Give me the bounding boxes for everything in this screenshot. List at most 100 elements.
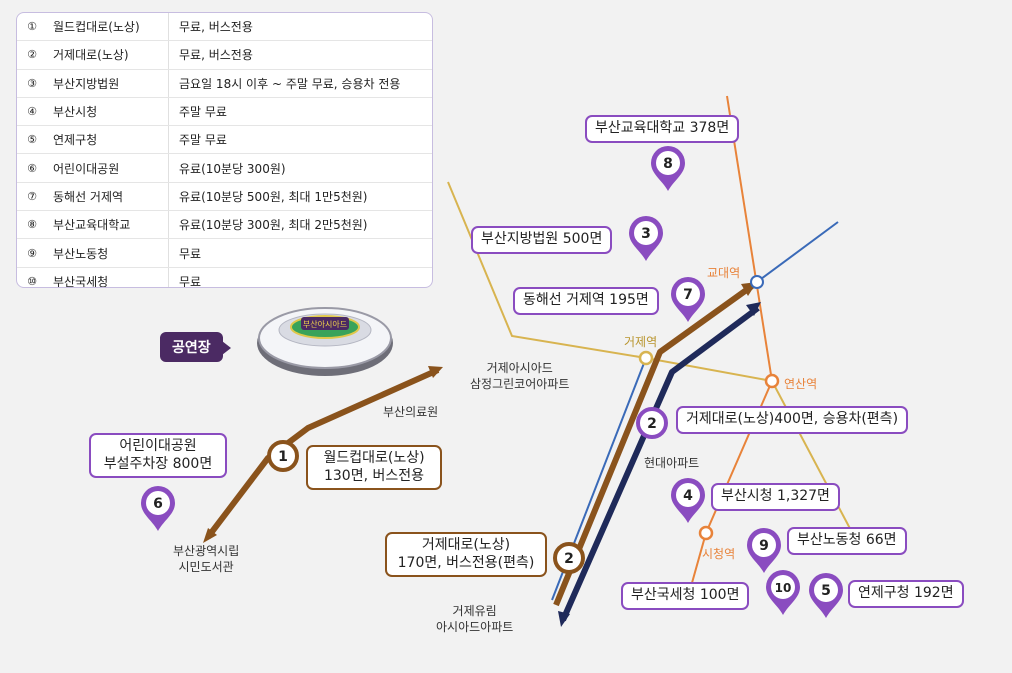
location-pin-number: 6: [153, 496, 163, 512]
legend-row: ③ 부산지방법원 금요일 18시 이후 ~ 주말 무료, 승용차 전용: [17, 69, 432, 98]
legend-num: ⑦: [27, 189, 37, 203]
legend-name: 부산노동청: [47, 239, 169, 267]
city-hall-label: 부산시청 1,327면: [711, 483, 840, 511]
route-arrow-head: [746, 302, 761, 316]
gyodae-station-marker: [750, 275, 764, 289]
route-badge: 1: [267, 440, 299, 472]
location-pin: 7: [671, 277, 705, 322]
legend-desc: 유료(10분당 500원, 최대 1만5천원): [179, 189, 368, 204]
venue-label: 공연장: [160, 332, 231, 362]
sicheong-station-name: 시청역: [702, 547, 736, 561]
yurim-line1: 거제유림: [452, 604, 497, 618]
legend-name: 부산교육대학교: [47, 211, 169, 239]
geoje-station-label: 동해선 거제역 195면: [513, 287, 659, 315]
legend-desc: 유료(10분당 300원): [179, 161, 286, 176]
legend-row: ④ 부산시청 주말 무료: [17, 97, 432, 127]
asiad-apartment-line2: 삼정그린코어아파트: [470, 377, 570, 392]
legend-name: 연제구청: [47, 126, 169, 154]
asiad-apartment-place: 거제아시아드 삼정그린코어아파트: [470, 360, 569, 392]
route-badge-number: 1: [278, 449, 288, 465]
stadium-sign: 부산아시아드: [303, 319, 347, 329]
library-line1: 부산광역시립: [173, 544, 240, 558]
worldcup-road-label-line2: 130면, 버스전용: [323, 467, 425, 484]
yeonsan-station-marker: [764, 373, 780, 389]
blue-rail-line: [756, 221, 839, 283]
legend-row: ① 월드컵대로(노상) 무료, 버스전용: [17, 13, 432, 42]
geoje-station-marker: [638, 350, 654, 366]
busan-edu-label: 부산교육대학교 378면: [585, 115, 740, 143]
route-arrow-tail: [203, 528, 217, 543]
legend-num: ③: [27, 76, 37, 90]
legend-name: 월드컵대로(노상): [47, 13, 169, 41]
route-badge: 2: [636, 407, 668, 439]
legend-num: ①: [27, 20, 37, 34]
childrens-park-label-line2: 부설주차장 800면: [103, 455, 213, 472]
location-pin-number: 5: [821, 583, 831, 599]
legend-desc: 무료, 버스전용: [179, 48, 253, 63]
legend-desc: 유료(10분당 300원, 최대 2만5천원): [179, 218, 368, 233]
tax-office-label: 부산국세청 100면: [621, 582, 750, 610]
library-place: 부산광역시립 시민도서관: [173, 543, 239, 575]
location-pin: 9: [747, 528, 781, 573]
location-pin: 10: [766, 570, 800, 615]
location-pin-number: 4: [683, 488, 693, 504]
route-arrow-tail: [558, 611, 570, 627]
stadium-illustration: 부산아시아드: [257, 307, 393, 376]
legend-desc: 무료: [179, 274, 202, 288]
legend-name: 부산지방법원: [47, 69, 169, 97]
legend-row: ⑥ 어린이대공원 유료(10분당 300원): [17, 154, 432, 183]
yeonsan-station-name: 연산역: [784, 377, 818, 391]
geoje-road-bottom-label: 거제대로(노상) 170면, 버스전용(편측): [385, 532, 547, 577]
hyundai-apartment-place: 현대아파트: [644, 456, 700, 470]
geoje-road-route-navy: [560, 305, 760, 622]
childrens-park-label: 어린이대공원 부설주차장 800면: [89, 433, 227, 478]
legend-name: 부산시청: [47, 97, 169, 126]
legend-desc: 무료: [179, 246, 202, 261]
orange-rail-line: [689, 95, 774, 591]
legend-desc: 무료, 버스전용: [179, 20, 253, 35]
location-pin: 6: [141, 486, 175, 531]
geoje-road-route-brown: [553, 283, 754, 607]
geoje-road-top-label: 거제대로(노상)400면, 승용차(편측): [676, 406, 909, 434]
legend-desc: 금요일 18시 이후 ~ 주말 무료, 승용차 전용: [179, 76, 401, 91]
legend-row: ⑤ 연제구청 주말 무료: [17, 126, 432, 155]
location-pin: 8: [651, 146, 685, 191]
asiad-apartment-line1: 거제아시아드: [486, 361, 553, 375]
sicheong-station-marker: [698, 525, 714, 541]
legend-num: ⑥: [27, 161, 37, 175]
gyodae-station-name: 교대역: [707, 266, 741, 280]
legend-num: ②: [27, 48, 37, 62]
yurim-line2: 아시아드아파트: [436, 620, 514, 635]
worldcup-road-label-line1: 월드컵대로(노상): [323, 450, 425, 466]
legend-num: ④: [27, 105, 37, 119]
medical-center-place: 부산의료원: [383, 405, 439, 419]
location-pin: 3: [629, 216, 663, 261]
location-pin-number: 7: [683, 287, 693, 303]
route-arrow-head: [428, 366, 443, 378]
library-line2: 시민도서관: [178, 560, 234, 575]
location-pin-number: 8: [663, 156, 673, 172]
yellow-rail-line: [447, 181, 773, 382]
location-pin: 4: [671, 478, 705, 523]
legend-name: 어린이대공원: [47, 154, 169, 182]
location-pin-number: 9: [759, 538, 769, 554]
legend-name: 동해선 거제역: [47, 182, 169, 211]
worldcup-road-label: 월드컵대로(노상) 130면, 버스전용: [306, 445, 442, 490]
geoje-road-bottom-label-line1: 거제대로(노상): [421, 537, 511, 553]
yellow-rail-line-south: [771, 380, 856, 539]
court-label: 부산지방법원 500면: [471, 226, 613, 254]
geoje-station-name: 거제역: [624, 335, 658, 349]
legend-desc: 주말 무료: [179, 105, 227, 120]
legend-desc: 주말 무료: [179, 133, 227, 148]
legend-num: ⑤: [27, 133, 37, 147]
route-badge-number: 2: [564, 551, 574, 567]
yeonje-office-label: 연제구청 192면: [848, 580, 964, 608]
legend-row: ⑦ 동해선 거제역 유료(10분당 500원, 최대 1만5천원): [17, 182, 432, 212]
labor-office-label: 부산노동청 66면: [787, 527, 907, 555]
geoje-road-bottom-label-line2: 170면, 버스전용(편측): [397, 554, 535, 571]
